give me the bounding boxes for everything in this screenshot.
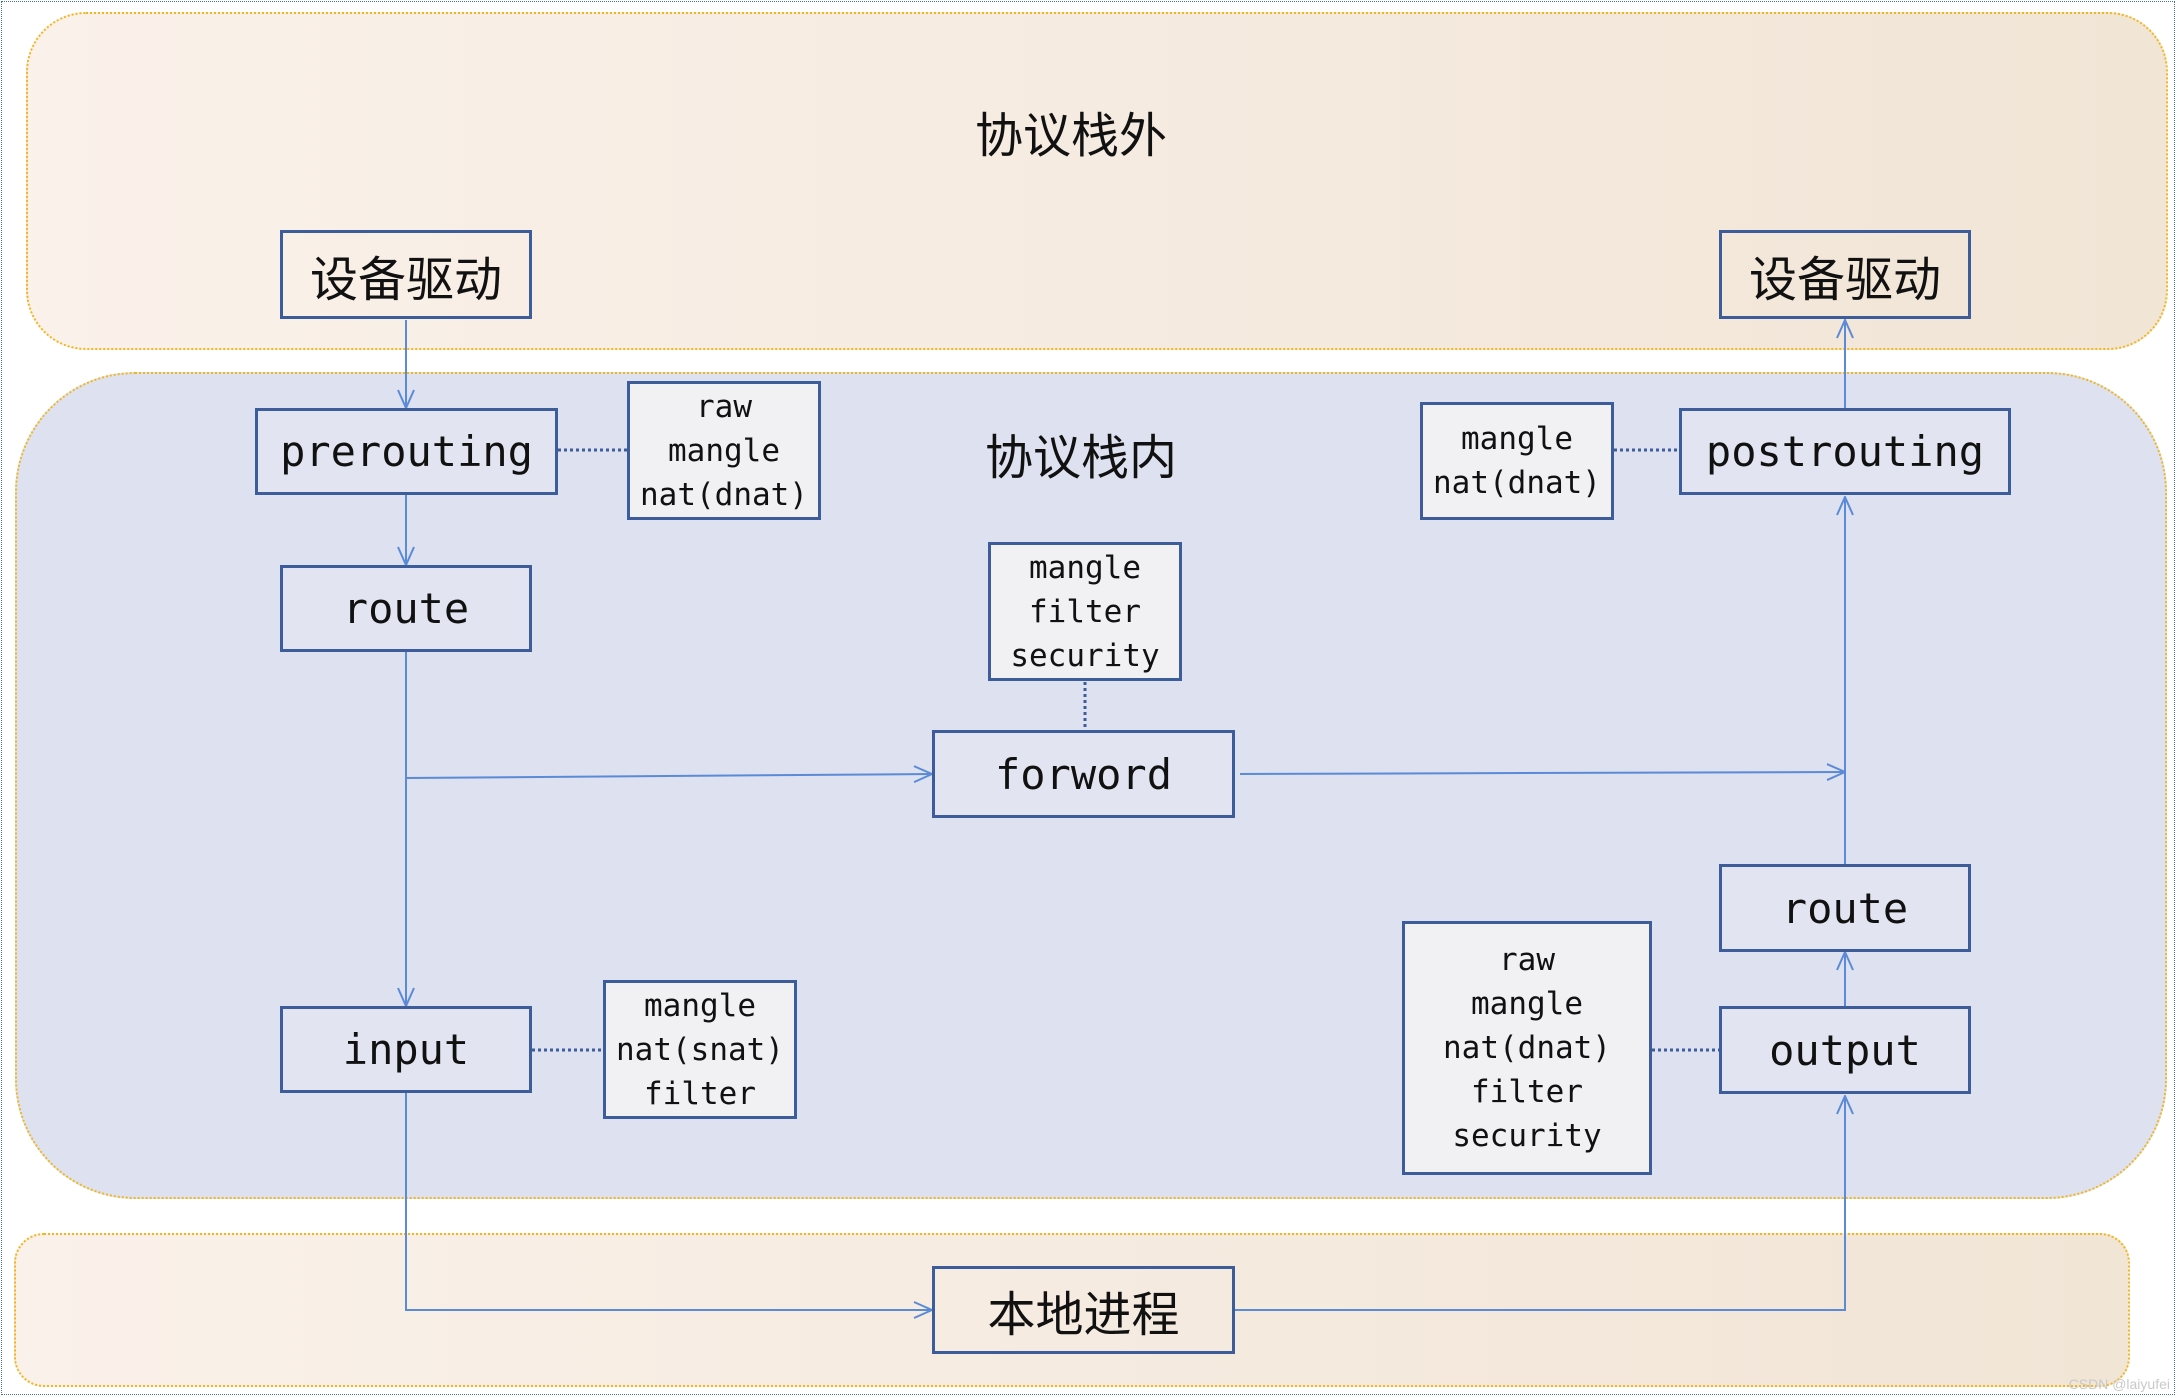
output-node: output [1719,1006,1971,1094]
route-out-node: route [1719,864,1971,952]
table-name: filter [1471,1074,1583,1110]
table-name: security [1452,1118,1602,1154]
forword-node: forword [932,730,1235,818]
table-name: mangle [1471,986,1583,1022]
arrow-forword-to-postrouting [1239,772,1845,774]
table-name: raw [696,388,752,425]
watermark: CSDN @laiyufei [2068,1376,2170,1392]
postrouting-node: postrouting [1679,408,2011,495]
prerouting-tables: raw mangle nat(dnat) [627,381,821,520]
table-name: mangle [668,432,780,469]
table-name: nat(snat) [616,1031,784,1068]
local-process-node: 本地进程 [932,1266,1235,1354]
table-name: mangle [644,987,756,1024]
table-name: raw [1499,942,1555,978]
input-tables: mangle nat(snat) filter [603,980,797,1119]
outside-stack-title: 协议栈外 [975,108,1168,164]
device-driver-in-node: 设备驱动 [280,230,532,319]
table-name: nat(dnat) [1443,1030,1611,1066]
arrow-route-to-forword [405,774,932,778]
inside-stack-title: 协议栈内 [985,430,1178,486]
outside-stack-top-region [26,12,2168,350]
device-driver-out-node: 设备驱动 [1719,230,1971,319]
input-node: input [280,1006,532,1093]
arrow-local-process-to-output [1235,1096,1845,1311]
postrouting-tables: mangle nat(dnat) [1420,402,1614,520]
output-tables: raw mangle nat(dnat) filter security [1402,921,1652,1175]
table-name: mangle [1461,421,1573,457]
table-name: nat(dnat) [1433,465,1601,501]
table-name: security [1010,637,1160,674]
table-name: mangle [1029,549,1141,586]
arrow-input-to-local-process [405,1093,932,1310]
prerouting-node: prerouting [255,408,558,495]
table-name: filter [1029,593,1141,630]
table-name: nat(dnat) [640,476,808,513]
table-name: filter [644,1075,756,1112]
route-in-node: route [280,565,532,652]
forword-tables: mangle filter security [988,542,1182,681]
